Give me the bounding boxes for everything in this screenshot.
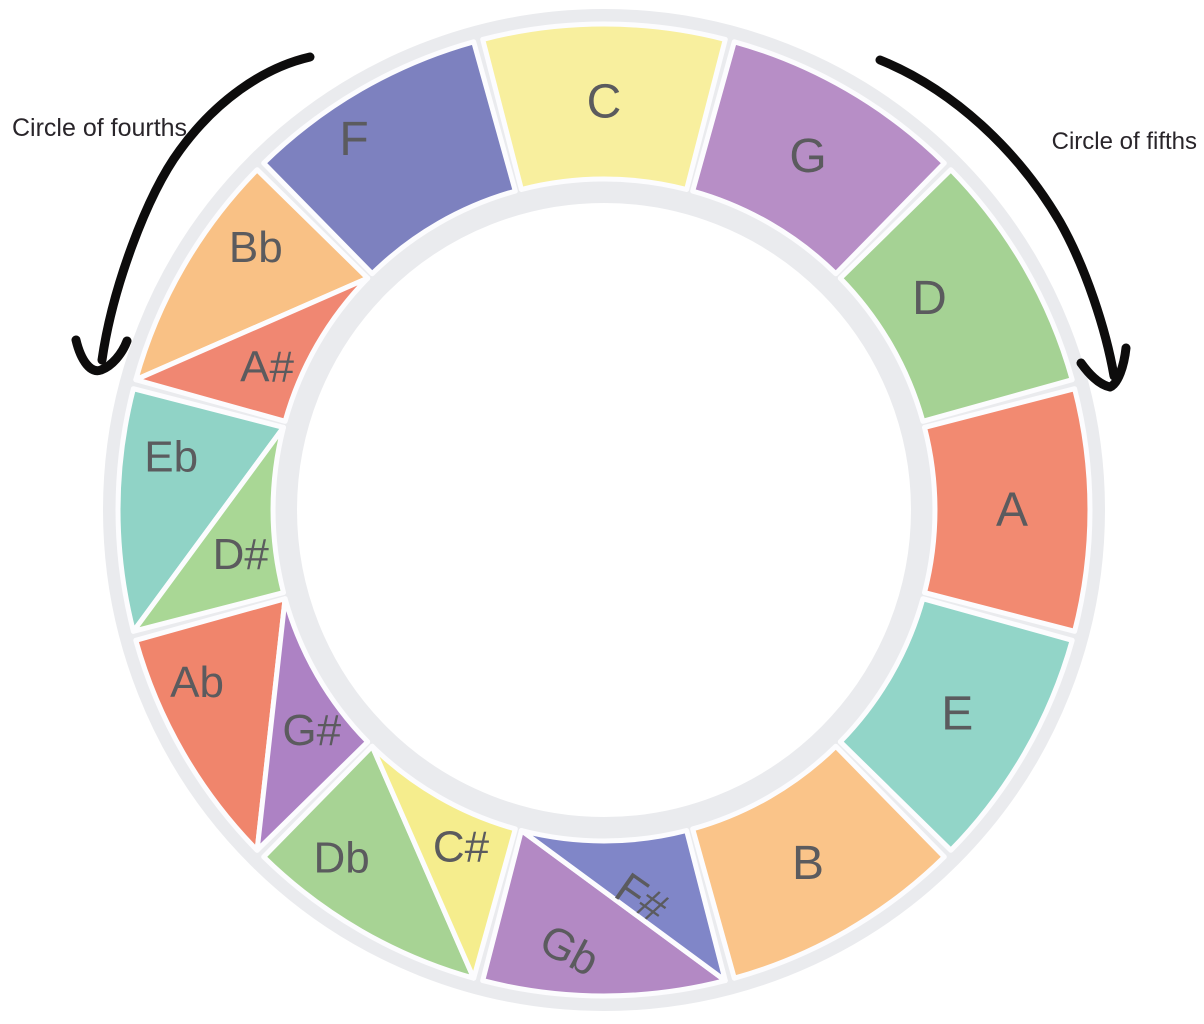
sector-g-sharp-label: G# bbox=[282, 706, 341, 755]
fifths-arrow-shaft bbox=[875, 55, 1119, 381]
sector-d-sharp-label: D# bbox=[213, 530, 270, 579]
ring-background bbox=[103, 9, 1105, 1011]
caption-circle-of-fifths: Circle of fifths bbox=[1052, 128, 1197, 155]
sector-d-label: D bbox=[912, 272, 947, 325]
sector-b bbox=[690, 743, 947, 981]
fifths-arrowhead bbox=[1076, 343, 1131, 392]
fourths-arrowhead bbox=[71, 335, 132, 376]
fourths-arrow-shaft bbox=[97, 52, 315, 365]
sector-f-sharp bbox=[518, 828, 728, 984]
sector-d-flat-label: Db bbox=[313, 834, 369, 883]
sector-b-label: B bbox=[792, 837, 824, 890]
sector-c-label: C bbox=[587, 76, 622, 129]
sector-f bbox=[261, 39, 518, 277]
circle-of-fourths-arrow bbox=[71, 52, 315, 376]
sector-c-sharp bbox=[369, 743, 518, 981]
sector-g-flat bbox=[480, 828, 728, 999]
sector-d-sharp bbox=[130, 424, 286, 634]
sector-e-flat-label: Eb bbox=[144, 432, 198, 481]
caption-circle-of-fourths: Circle of fourths bbox=[12, 114, 187, 142]
sector-c-sharp-label: C# bbox=[433, 822, 490, 871]
sector-d bbox=[837, 167, 1075, 424]
sector-a-label: A bbox=[996, 484, 1028, 537]
sector-e-label: E bbox=[941, 688, 973, 741]
sector-a bbox=[922, 386, 1093, 634]
sector-d-flat bbox=[261, 743, 477, 981]
sector-a-flat bbox=[133, 596, 288, 853]
sector-b-flat bbox=[133, 167, 371, 383]
sector-e-flat bbox=[115, 386, 286, 634]
sector-g-label: G bbox=[789, 130, 826, 183]
sector-c bbox=[480, 21, 728, 192]
sector-a-flat-label: Ab bbox=[170, 658, 224, 707]
sector-a-sharp-label: A# bbox=[240, 343, 294, 392]
sector-g-sharp bbox=[254, 596, 371, 853]
sector-a-sharp bbox=[133, 275, 371, 424]
sector-f-label: F bbox=[339, 113, 368, 166]
sector-g bbox=[690, 39, 947, 277]
circle-of-fifths-arrow bbox=[875, 55, 1131, 392]
sector-b-flat-label: Bb bbox=[229, 223, 283, 272]
sector-e bbox=[837, 596, 1075, 853]
